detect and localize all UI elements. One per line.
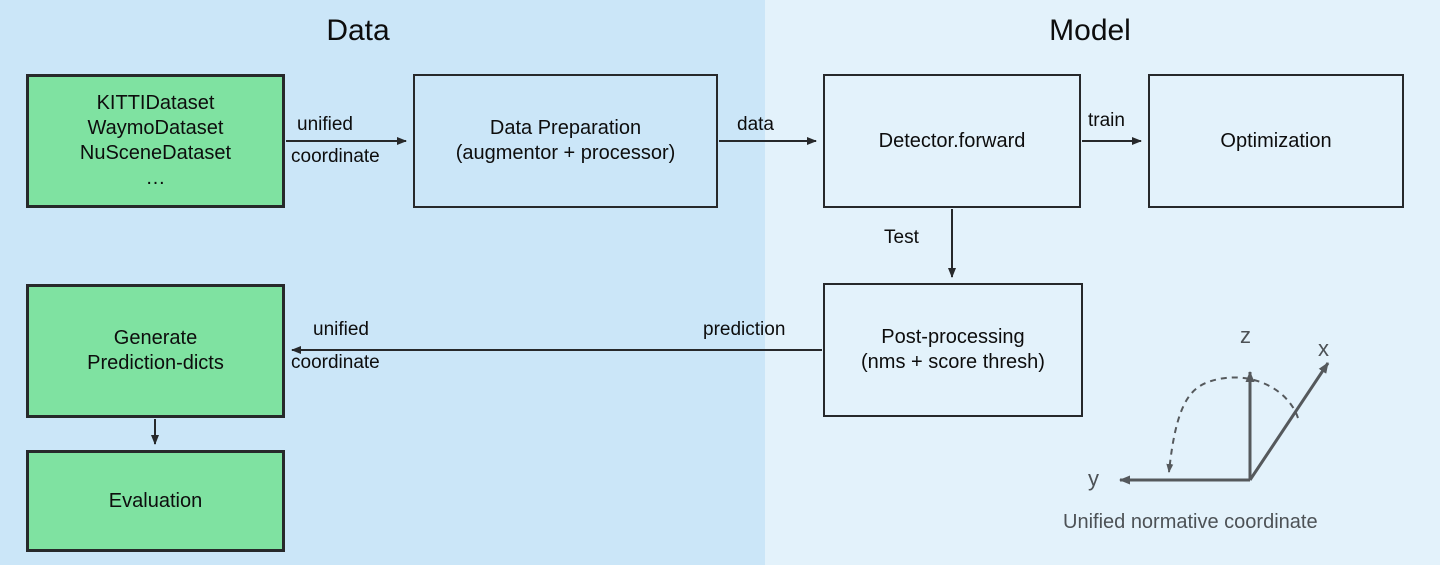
edge-label-unified-1: unified	[297, 114, 353, 135]
edge-label-coordinate-2: coordinate	[291, 352, 380, 373]
node-generate-prediction-dicts[interactable]: Generate Prediction-dicts	[26, 284, 285, 418]
coordinate-frame-caption: Unified normative coordinate	[1063, 511, 1318, 533]
node-data-preparation[interactable]: Data Preparation (augmentor + processor)	[413, 74, 718, 208]
edge-label-prediction: prediction	[703, 319, 786, 340]
node-datasets[interactable]: KITTIDataset WaymoDataset NuSceneDataset…	[26, 74, 285, 208]
node-post-processing[interactable]: Post-processing (nms + score thresh)	[823, 283, 1083, 417]
axis-label-y: y	[1088, 466, 1099, 491]
node-optimization[interactable]: Optimization	[1148, 74, 1404, 208]
panel-title-data: Data	[326, 14, 390, 47]
axis-label-z: z	[1240, 323, 1251, 348]
edge-label-train: train	[1088, 110, 1125, 131]
axis-label-x: x	[1318, 336, 1329, 361]
edge-label-data: data	[737, 114, 774, 135]
node-detector-forward[interactable]: Detector.forward	[823, 74, 1081, 208]
edge-label-coordinate-1: coordinate	[291, 146, 380, 167]
edge-label-test: Test	[884, 227, 919, 248]
edge-label-unified-2: unified	[313, 319, 369, 340]
panel-title-model: Model	[1049, 14, 1131, 47]
node-evaluation[interactable]: Evaluation	[26, 450, 285, 552]
